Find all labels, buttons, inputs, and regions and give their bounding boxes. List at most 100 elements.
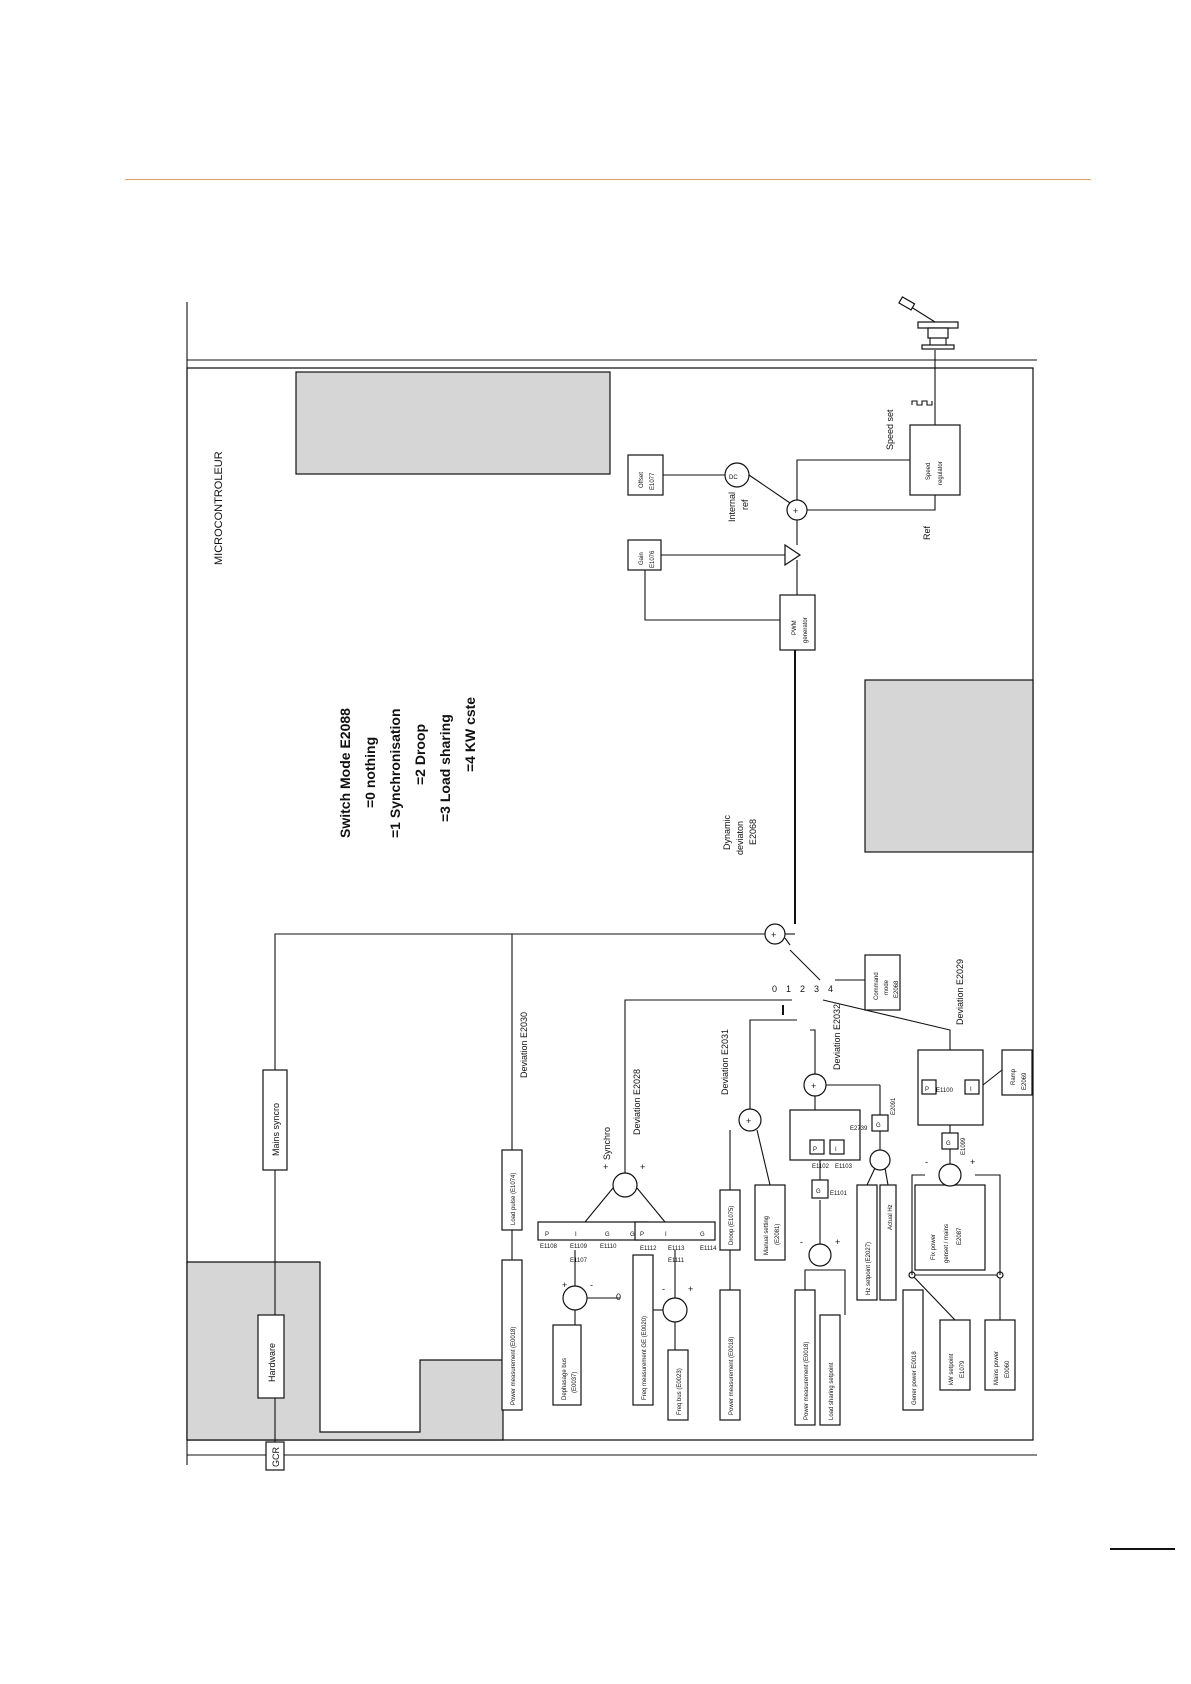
offset-box — [627, 454, 664, 496]
gain-box — [627, 539, 662, 571]
synchro-g-block-2: G — [630, 1232, 635, 1238]
dc-offset-label: DC — [729, 475, 738, 481]
dephasage-bus-box — [552, 1324, 582, 1406]
code-e1103: E1103 — [835, 1164, 853, 1170]
dephasage-bus-label-1: Dephasage bus — [562, 1358, 568, 1400]
deviation-e2029-label: Deviation E2029 — [955, 959, 965, 1025]
fix-power-box — [914, 1184, 986, 1271]
pwm-generator-label-2: generator — [803, 617, 809, 643]
switch-position-2: 2 — [800, 984, 805, 994]
speed-regulator-label-1: Speed — [926, 463, 932, 480]
droop-label: Droop (E1075) — [729, 1206, 735, 1245]
load-pulse-label: Load pulse (E1074) — [511, 1173, 517, 1225]
load-p-block-label: P — [813, 1147, 817, 1153]
ramp-box — [1001, 1049, 1033, 1096]
load-i-block-label: I — [835, 1147, 837, 1153]
plus-sign-freq: + — [688, 1284, 693, 1294]
ramp-label-2: E2069 — [1022, 1072, 1028, 1090]
dynamic-deviation-label-2: deviaton — [735, 821, 745, 855]
switch-mode-legend: Switch Mode E2088 =0 nothing =1 Synchron… — [337, 697, 478, 838]
kw-setpoint-box — [939, 1319, 971, 1391]
load-sharing-setpoint-box — [819, 1314, 841, 1426]
minus-sign-kw: - — [925, 1157, 928, 1167]
power-measurement-top-label: Power measurement (E0018) — [511, 1327, 517, 1405]
code-e1113: E1113 — [668, 1246, 685, 1252]
gain-label-1: Gain — [639, 552, 645, 565]
main-summer-symbol: + — [771, 930, 776, 940]
microcontroller-outline — [186, 367, 1034, 1441]
code-e1110: E1110 — [600, 1244, 617, 1250]
hardware-box — [257, 1314, 285, 1399]
gray-area-bottom — [186, 1261, 504, 1441]
droop-to-switch-line — [749, 1019, 797, 1109]
freq-bus-box — [667, 1349, 689, 1421]
deviation-e2030-label: Deviation E2030 — [519, 1012, 529, 1078]
code-e1108: E1108 — [540, 1244, 558, 1250]
kw-i-block-label: I — [970, 1087, 972, 1093]
kw-g-block-label: G — [946, 1141, 951, 1147]
switch-mode-option-1: =1 Synchronisation — [387, 708, 403, 838]
gray-area-top — [295, 371, 611, 475]
plus-sign-load: + — [835, 1237, 840, 1247]
manual-setting-box — [754, 1184, 786, 1261]
gain-label-2: E1076 — [650, 550, 656, 568]
command-mode-label-2: mode — [884, 979, 890, 995]
minus-sign-load: - — [800, 1237, 803, 1247]
plus-sign-synchro-right: + — [640, 1162, 645, 1172]
droop-summer-symbol: + — [746, 1116, 751, 1126]
kw-i-block — [964, 1079, 980, 1095]
freq-g-block: G — [700, 1232, 705, 1238]
speed-set-label: Speed set — [885, 409, 895, 450]
switch-position-3: 3 — [814, 984, 819, 994]
switch-position-1: 1 — [786, 984, 791, 994]
freq-measurement-ge-label: Freq measurement GE (E0020) — [642, 1316, 648, 1400]
code-e1112: E1112 — [640, 1246, 657, 1252]
hz-comparator — [869, 1149, 891, 1171]
internal-ref-label-1: Internal — [727, 492, 737, 522]
switch-position-4: 4 — [828, 984, 833, 994]
switch-mode-title: Switch Mode E2088 — [337, 708, 353, 838]
diagram-title: MICROCONTROLEUR — [213, 451, 225, 565]
mains-syncro-to-sum-line — [274, 933, 765, 1070]
freq-comparator — [662, 1297, 688, 1323]
load-pi-block — [789, 1109, 861, 1161]
power-measurement-mid-label: Power measurement (E0018) — [729, 1337, 735, 1415]
manual-setting-label-2: (E2081) — [775, 1224, 781, 1245]
switch-position-0: 0 — [772, 984, 777, 994]
switch-mode-option-3: =3 Load sharing — [437, 714, 453, 822]
switch-mode-option-2: =2 Droop — [412, 724, 428, 785]
footer-rule — [1110, 1548, 1175, 1550]
header-rule — [125, 179, 1091, 180]
gener-power-box — [902, 1289, 924, 1411]
dynamic-deviation-label-1: Dynamic — [722, 814, 732, 850]
ref-label: Ref — [922, 525, 932, 540]
plus-sign-dephasage: + — [562, 1280, 567, 1290]
speed-regulator-box — [909, 424, 961, 496]
actual-hz-label: Actual Hz — [888, 1204, 894, 1230]
mains-power-label-2: E0060 — [1005, 1360, 1011, 1378]
code-e1111: E1111 — [668, 1258, 685, 1264]
fix-power-label-3: E2087 — [957, 1227, 963, 1245]
offset-label-1: Offset — [639, 472, 645, 488]
gain-amplifier — [784, 543, 802, 567]
offset-label-2: E1077 — [650, 472, 656, 490]
gray-area-right — [864, 679, 1034, 853]
code-e1107: E1107 — [570, 1258, 588, 1264]
kw-setpoint-label-1: kW setpoint — [949, 1353, 955, 1385]
switch-mode-option-0: =0 nothing — [362, 737, 378, 808]
kw-comparator — [938, 1163, 962, 1187]
minus-sign-dephasage: - — [590, 1280, 593, 1290]
plus-sign-synchro-left: + — [603, 1162, 608, 1172]
deviation-e2032-label: Deviation E2032 — [832, 1004, 842, 1070]
synchro-to-switch-line — [624, 999, 792, 1173]
speed-regulator-label-2: regulator — [938, 461, 944, 485]
code-e2091: E2091 — [891, 1097, 897, 1115]
hardware-label: Hardware — [267, 1343, 277, 1382]
deviation-e2031-label-1: Deviation E2031 — [720, 1029, 730, 1095]
pwm-generator-label-1: PWM — [792, 620, 798, 635]
zero-input-label: 0 — [616, 1292, 621, 1302]
actual-hz-box — [879, 1184, 897, 1301]
speed-summer-symbol: + — [793, 506, 798, 516]
hz-setpoint-label: Hz setpoint (E2027) — [866, 1242, 872, 1295]
